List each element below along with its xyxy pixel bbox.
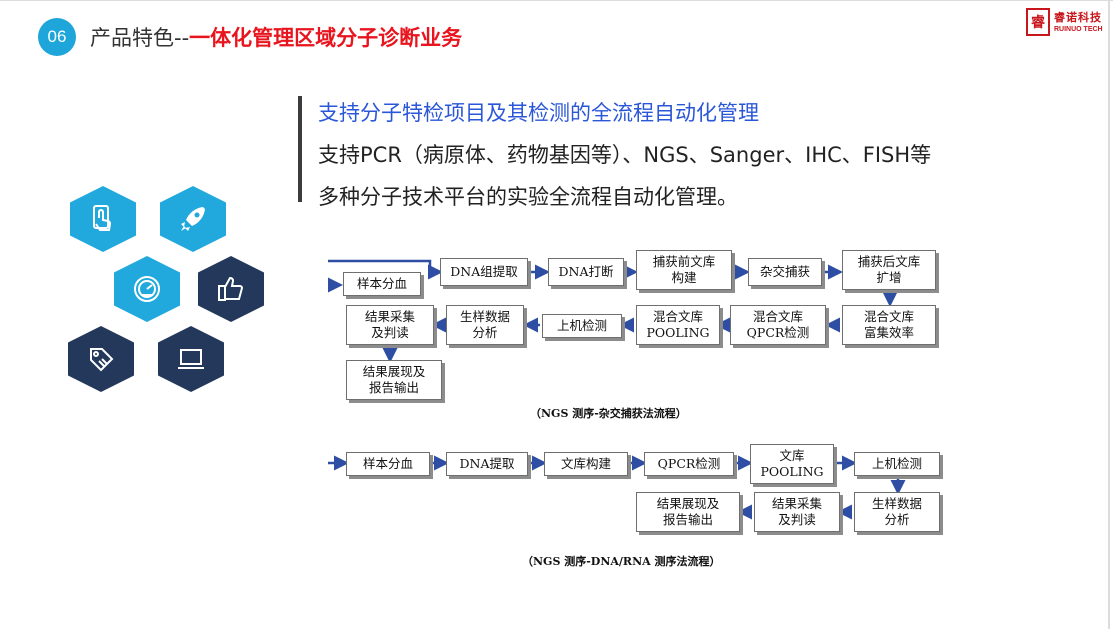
page-title: 产品特色--一体化管理区域分子诊断业务 [90, 22, 462, 52]
description-accent-bar [298, 96, 302, 202]
frame-top [0, 0, 1113, 1]
flow2-step-dna-extract: DNA提取 [446, 452, 528, 476]
flow2-caption: （NGS 测序-DNA/RNA 测序法流程） [522, 555, 721, 568]
logo-en-text: RUINUO TECH [1054, 25, 1103, 33]
title-prefix: 产品特色-- [90, 26, 190, 50]
flow2-step-sequencing: 上机检测 [854, 452, 940, 476]
rocket-icon [160, 186, 226, 252]
tag-icon [68, 326, 134, 392]
flow1-step-mix-qpcr: 混合文库 QPCR检测 [730, 305, 826, 345]
flow2-step-result-judge: 结果采集 及判读 [754, 492, 840, 532]
flow2-step-bioinfo: 生样数据 分析 [854, 492, 940, 532]
flow1-step-sample: 样本分血 [343, 272, 421, 296]
flow1-step-hybrid: 杂交捕获 [748, 258, 822, 286]
logo-cn-text: 睿诺科技 [1054, 10, 1102, 24]
thumbs-up-icon [198, 256, 264, 322]
frame-right [1108, 0, 1110, 629]
flow1-caption: （NGS 测序-杂交捕获法流程） [530, 407, 687, 420]
flow1-step-sequencing: 上机检测 [542, 314, 622, 338]
flow1-step-post-capture: 捕获后文库 扩增 [842, 250, 936, 290]
logo-text: 睿诺科技 RUINUO TECH [1054, 12, 1103, 33]
description: 支持分子特检项目及其检测的全流程自动化管理 支持PCR（病原体、药物基因等）、N… [318, 92, 931, 218]
flow1-step-dna-extract: DNA组提取 [440, 258, 528, 286]
flow1-step-result-judge: 结果采集 及判读 [346, 305, 434, 345]
flow1-step-bioinfo: 生样数据 分析 [446, 305, 524, 345]
flow2-step-sample: 样本分血 [346, 452, 430, 476]
flow1-step-pre-capture: 捕获前文库 构建 [636, 250, 732, 290]
flow1-step-report: 结果展现及 报告输出 [346, 360, 442, 400]
flow2-step-qpcr: QPCR检测 [644, 452, 734, 476]
flow1-step-dna-break: DNA打断 [548, 258, 624, 286]
touch-phone-icon [70, 186, 136, 252]
description-line-2: 支持PCR（病原体、药物基因等）、NGS、Sanger、IHC、FISH等 [318, 143, 932, 167]
flow2-step-report: 结果展现及 报告输出 [636, 492, 740, 532]
flow1-step-mix-enrich: 混合文库 富集效率 [842, 305, 936, 345]
description-line-3: 多种分子技术平台的实验全流程自动化管理。 [318, 185, 738, 209]
description-line-1: 支持分子特检项目及其检测的全流程自动化管理 [318, 101, 759, 125]
company-logo: 睿 睿诺科技 RUINUO TECH [1026, 6, 1104, 38]
flow1-step-mix-pooling: 混合文库 POOLING [636, 305, 720, 345]
laptop-icon [158, 326, 224, 392]
flow2-step-library: 文库构建 [544, 452, 628, 476]
title-highlight: 一体化管理区域分子诊断业务 [189, 26, 463, 50]
section-number-badge: 06 [38, 18, 76, 56]
gauge-icon [114, 256, 180, 322]
logo-seal-icon: 睿 [1026, 8, 1050, 36]
flow2-step-pooling: 文库 POOLING [750, 444, 834, 484]
